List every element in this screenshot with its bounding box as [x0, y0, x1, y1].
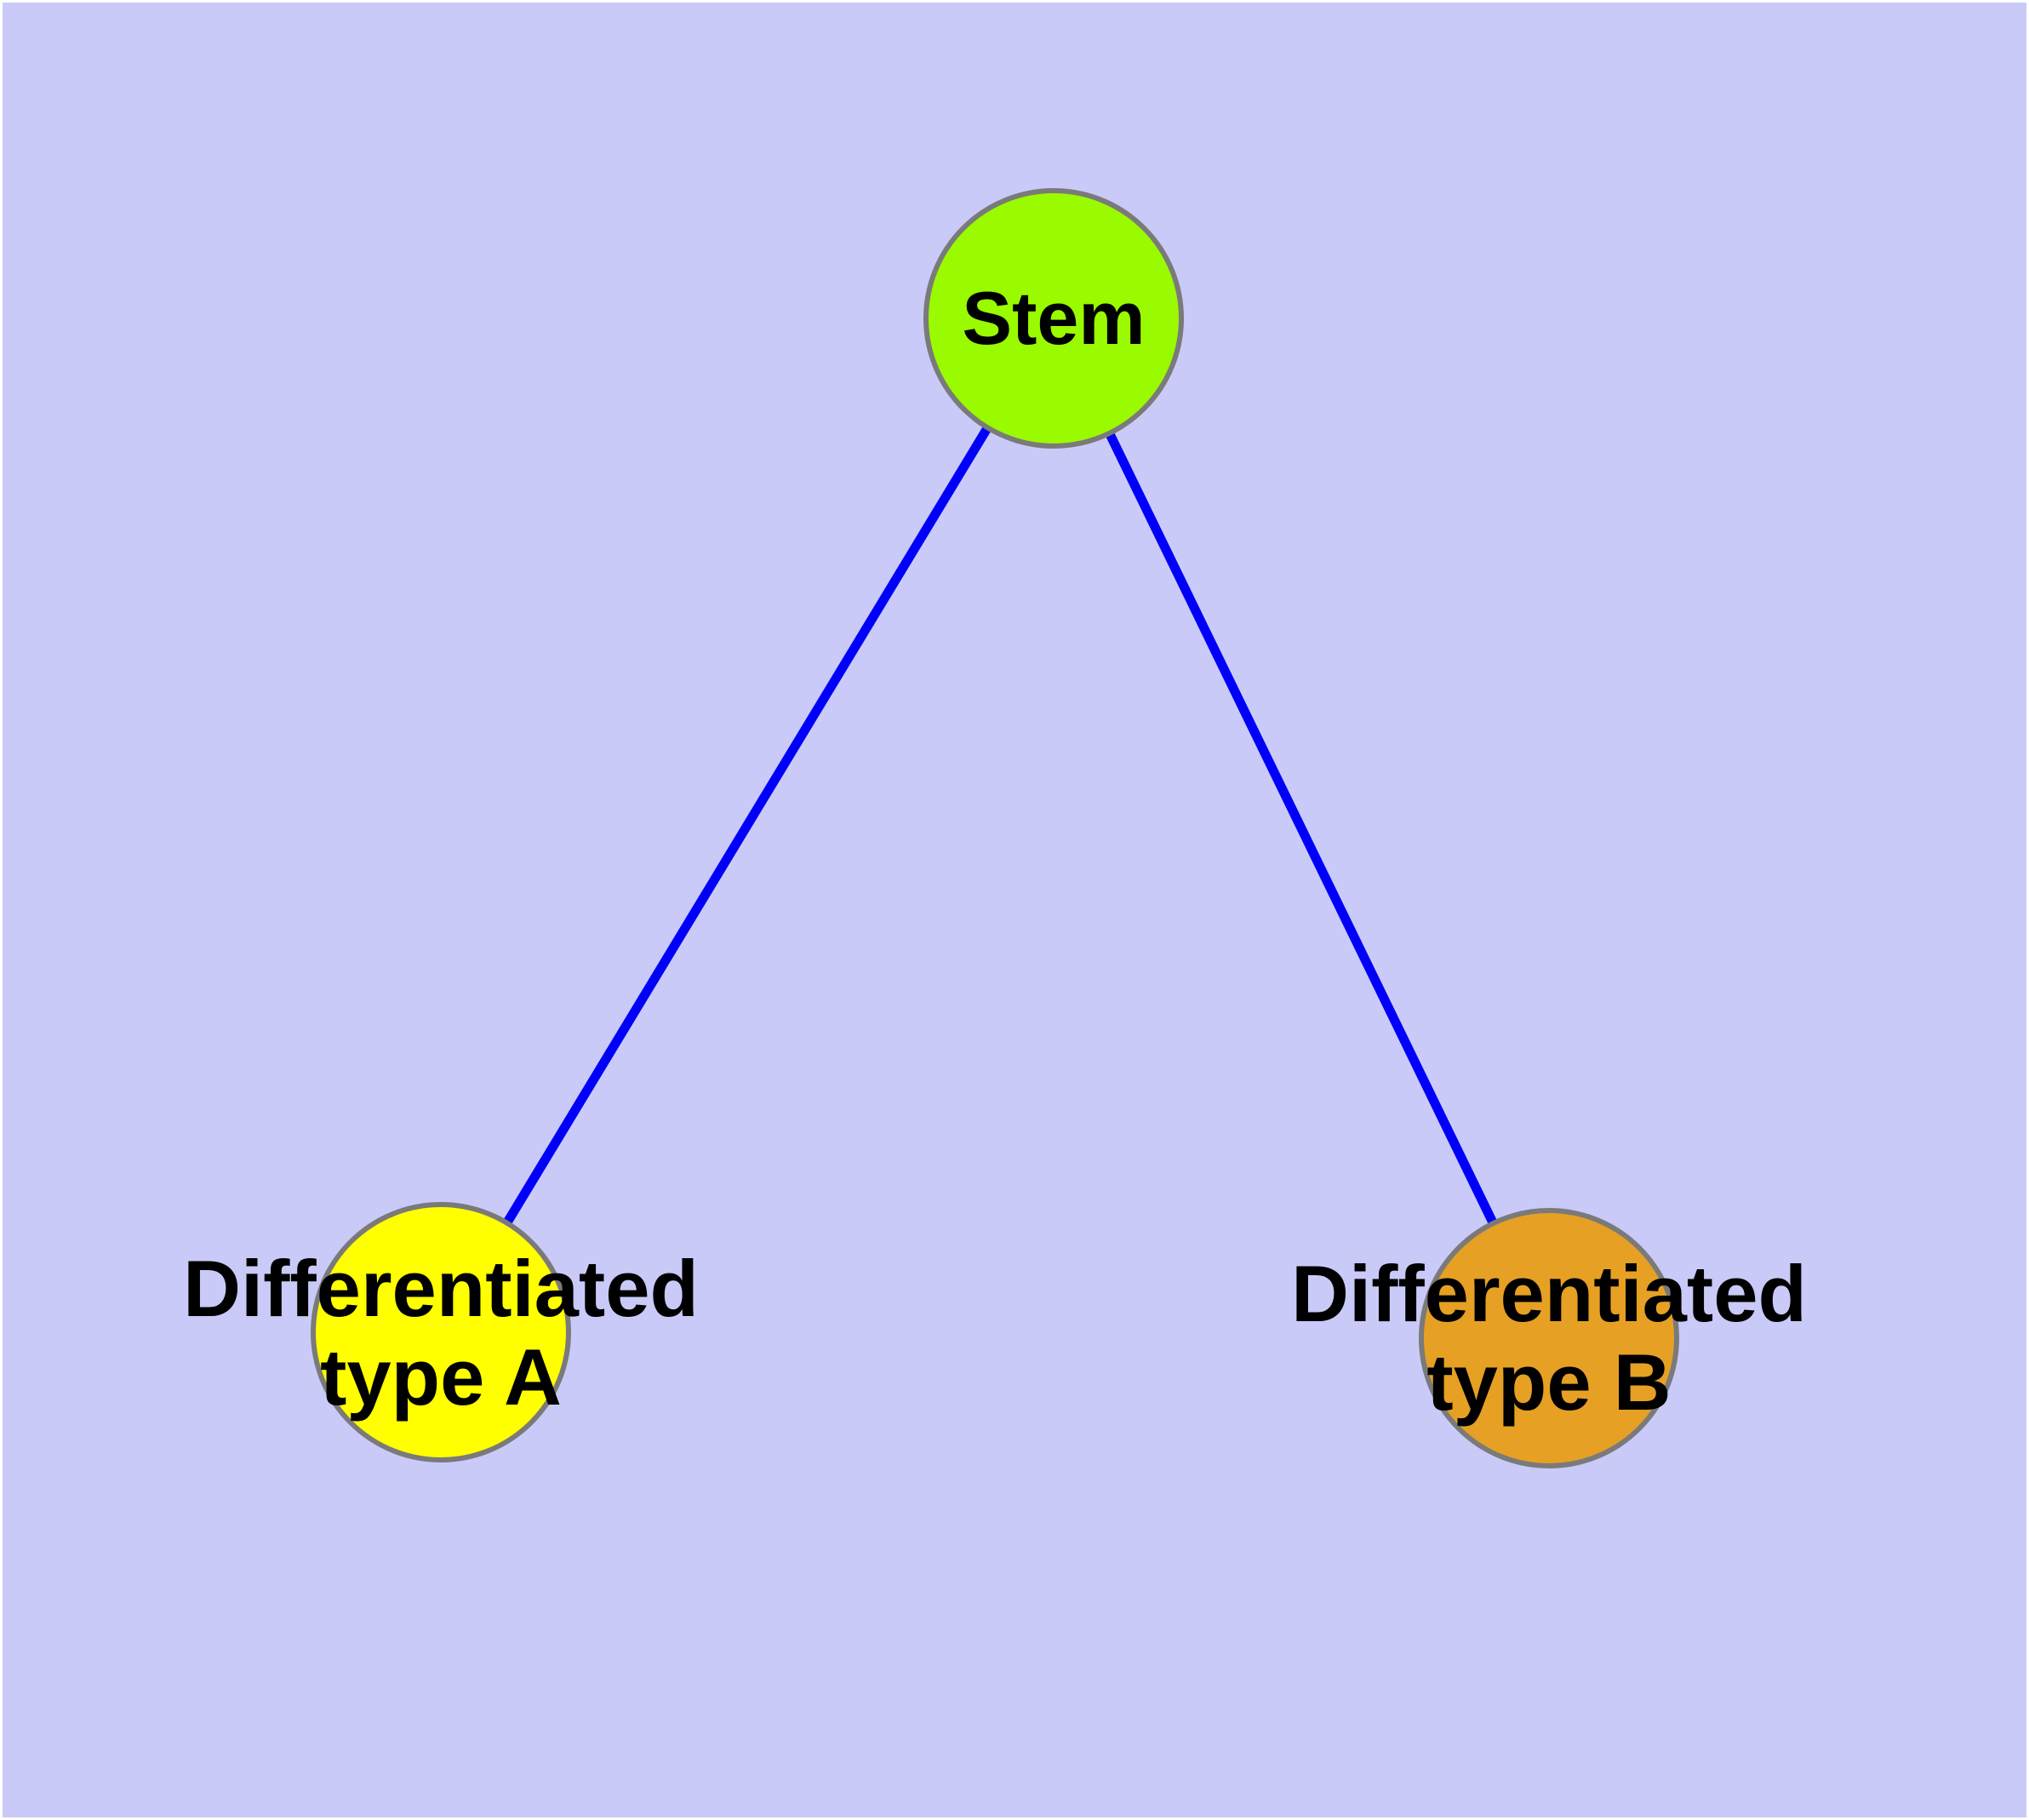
- node-label-differentiated-type-b-line2: type B: [1426, 1337, 1672, 1427]
- node-label-differentiated-type-a-line1: Differentiated: [183, 1244, 699, 1333]
- node-label-stem: Stem: [962, 278, 1145, 359]
- node-label-differentiated-type-a-line2: type A: [320, 1332, 562, 1422]
- node-label-differentiated-type-b-line1: Differentiated: [1291, 1249, 1807, 1338]
- node-circle-stem: [923, 188, 1184, 449]
- graph-svg: [311, 188, 1679, 1468]
- node-circle-differentiated-type-a: [311, 1202, 571, 1462]
- node-label-stem-text: Stem: [962, 276, 1146, 360]
- edge-stem-to-differentiated-type-b: [1049, 316, 1553, 1341]
- edge-stem-to-differentiated-type-a: [437, 316, 1058, 1335]
- node-label-differentiated-type-a: Differentiated type A: [183, 1245, 699, 1422]
- node-circle-differentiated-type-b: [1419, 1208, 1679, 1468]
- node-label-differentiated-type-b: Differentiated type B: [1291, 1250, 1807, 1427]
